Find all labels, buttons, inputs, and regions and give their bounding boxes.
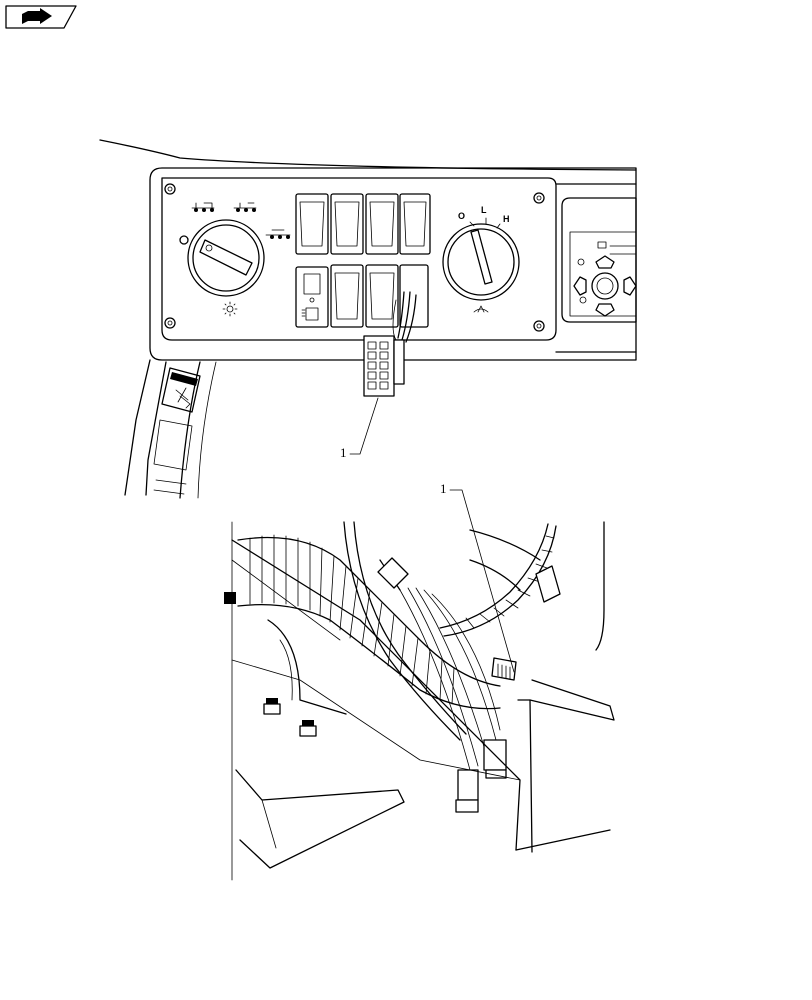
panel-connector: [363, 291, 417, 397]
callout-top: 1: [340, 397, 379, 460]
rocker-switch-bank: [295, 193, 431, 328]
callout-label: 1: [340, 445, 347, 460]
bolt: [263, 698, 281, 715]
console-outline: [99, 139, 637, 171]
cross-member: [231, 539, 615, 853]
display-module: [555, 183, 637, 353]
panel-face: [161, 177, 557, 341]
rocker-switch: [330, 264, 364, 328]
light-icon: [222, 301, 238, 317]
rotary-selector-left: [179, 202, 291, 317]
gear-ratio-symbols: [191, 202, 291, 239]
panel-screw: [533, 320, 545, 332]
next-page-button[interactable]: [5, 5, 77, 29]
wiper-speed-switch: O L H: [442, 205, 520, 313]
panel-housing: [149, 167, 637, 361]
mounting-bracket: [231, 619, 521, 869]
blank-switch-slot: [399, 264, 429, 328]
wiper-icon: [473, 305, 489, 313]
rocker-switch: [365, 264, 399, 328]
callout-bottom: 1: [440, 481, 515, 673]
rocker-switch: [399, 193, 431, 255]
next-page-arrow-icon: [22, 8, 52, 24]
panel-screw: [164, 183, 176, 195]
harness-conduit-right: [439, 523, 557, 637]
switch-label-low: L: [481, 205, 487, 215]
dashboard-view: O L H: [99, 139, 637, 499]
switch-label-off: O: [458, 211, 465, 221]
harness-view: 1: [224, 481, 615, 881]
inline-connector: [377, 557, 561, 813]
bolt: [224, 592, 236, 604]
switch-label-high: H: [503, 214, 510, 224]
rocker-switch: [295, 193, 329, 255]
rocker-switch: [330, 193, 364, 255]
warning-decal: [161, 367, 201, 413]
panel-screw: [164, 317, 176, 329]
side-panel-edge: [595, 521, 605, 651]
callout-label: 1: [440, 481, 447, 496]
headlight-switch: [295, 266, 329, 328]
corrugated-duct: [237, 529, 541, 710]
bolt: [299, 720, 317, 737]
panel-screw: [533, 192, 545, 204]
wire-bundle: [343, 521, 501, 771]
joystick-pad: [573, 241, 637, 317]
rocker-switch: [365, 193, 399, 255]
cab-pillar: [124, 359, 217, 499]
